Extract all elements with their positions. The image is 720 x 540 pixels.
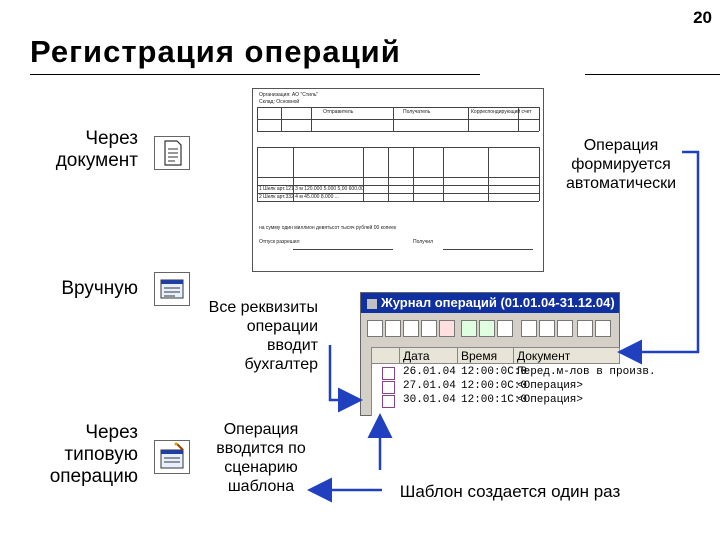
- method-manual-label-line1: Вручную: [61, 278, 138, 299]
- row2-time[interactable]: 12:00:0C:0: [461, 380, 528, 392]
- journal-title-bar[interactable]: Журнал операций (01.01.04-31.12.04): [361, 293, 619, 313]
- toolbar-delete-icon[interactable]: [439, 320, 455, 337]
- journal-title: Журнал операций (01.01.04-31.12.04): [381, 295, 615, 310]
- toolbar-new-icon[interactable]: [385, 320, 401, 337]
- method-document-label: Через документ: [10, 128, 138, 172]
- doc-row-2: 2 Шелк арт.332 4 м 45.000 8.000 ...: [259, 194, 339, 200]
- journal-window: Журнал операций (01.01.04-31.12.04) Дата…: [360, 292, 656, 416]
- row3-date[interactable]: 30.01.04: [403, 394, 456, 406]
- row-operation-icon: [382, 381, 395, 394]
- column-icon-header: [372, 348, 400, 364]
- doc-org: Организация: АО "Стиль": [259, 92, 319, 98]
- auto-note-line3: автоматически: [565, 175, 677, 192]
- form-icon: [154, 272, 190, 306]
- manual-note: Все реквизиты операции вводит бухгалтер: [200, 298, 318, 374]
- doc-col-account: Корреспондирующий счет: [471, 109, 532, 115]
- manual-note-line2: операции: [246, 318, 318, 335]
- journal-window-icon: [367, 298, 377, 309]
- toolbar-check-icon[interactable]: [461, 320, 477, 337]
- title-divider: [30, 74, 480, 75]
- arrow-manual: [328, 345, 363, 413]
- method-template-label: Через типовую операцию: [10, 422, 138, 488]
- template-once-note: Шаблон создается один раз: [399, 482, 621, 501]
- template-note-line4: шаблона: [227, 478, 295, 495]
- row1-date[interactable]: 26.01.04: [403, 366, 456, 378]
- toolbar-sort-icon[interactable]: [557, 320, 573, 337]
- manual-note-line1: Все реквизиты: [208, 299, 318, 316]
- manual-note-line4: бухгалтер: [244, 356, 318, 373]
- method-document-label-line2: документ: [55, 150, 138, 171]
- row3-time[interactable]: 12:00:1C:0: [461, 394, 528, 406]
- template-note-line3: сценарию: [224, 459, 298, 476]
- doc-sign-receiver: Получил: [413, 239, 433, 245]
- document-icon: [154, 136, 190, 170]
- row1-time[interactable]: 12:00:0C:0: [461, 366, 528, 378]
- method-template-label-line3: операцию: [49, 466, 138, 487]
- doc-col-receiver: Получатель: [403, 109, 431, 115]
- toolbar-next-icon[interactable]: [595, 320, 611, 337]
- row2-document[interactable]: <Операция>: [517, 380, 584, 392]
- page-number: 20: [693, 8, 712, 27]
- toolbar-filter-clear-icon[interactable]: [539, 320, 555, 337]
- row2-date[interactable]: 27.01.04: [403, 380, 456, 392]
- column-date[interactable]: Дата: [400, 348, 458, 364]
- auto-note-line2: формируется: [571, 156, 671, 173]
- document-preview: Организация: АО "Стиль" Склад: Основной …: [252, 88, 544, 272]
- doc-col-sender: Отправитель: [323, 109, 354, 115]
- toolbar-filter-icon[interactable]: [521, 320, 537, 337]
- manual-note-line3: вводит: [267, 337, 318, 354]
- method-manual-label: Вручную: [10, 278, 138, 300]
- title-divider-right: [585, 74, 720, 75]
- toolbar-mark-icon[interactable]: [479, 320, 495, 337]
- method-document-label-line1: Через: [85, 128, 138, 149]
- doc-sum-text: на сумму один миллион девятьсот тысяч ру…: [259, 225, 397, 231]
- slide-title: Регистрация операций: [30, 34, 401, 69]
- arrow-auto: [617, 150, 700, 365]
- doc-sign-sender: Отпуск разрешил: [259, 239, 300, 245]
- row3-document[interactable]: <Операция>: [517, 394, 584, 406]
- method-template-label-line1: Через: [85, 422, 138, 443]
- doc-sender: Склад: Основной: [259, 99, 300, 105]
- column-time[interactable]: Время: [458, 348, 514, 364]
- toolbar-tree-icon[interactable]: [497, 320, 513, 337]
- template-note-line2: вводится по: [216, 440, 306, 457]
- template-note: Операция вводится по сценарию шаблона: [205, 420, 317, 496]
- toolbar-prev-icon[interactable]: [577, 320, 593, 337]
- journal-toolbar: [361, 313, 619, 343]
- doc-row-1: 1 Шелк арт.121 3 м 120.000 5.000 5,00 60…: [259, 186, 364, 192]
- auto-note: Операция формируется автоматически: [560, 136, 682, 193]
- auto-note-line1: Операция: [583, 137, 659, 154]
- toolbar-doc-icon[interactable]: [367, 320, 383, 337]
- journal-grid: Дата Время Документ 26.01.04 12:00:0C:0 …: [371, 347, 656, 416]
- method-template-label-line2: типовую: [64, 444, 138, 465]
- template-note-line1: Операция: [223, 421, 299, 438]
- toolbar-edit-icon[interactable]: [421, 320, 437, 337]
- row-operation-icon: [382, 367, 395, 380]
- row-operation-icon: [382, 395, 395, 408]
- wizard-form-icon: [154, 440, 190, 474]
- toolbar-copy-icon[interactable]: [403, 320, 419, 337]
